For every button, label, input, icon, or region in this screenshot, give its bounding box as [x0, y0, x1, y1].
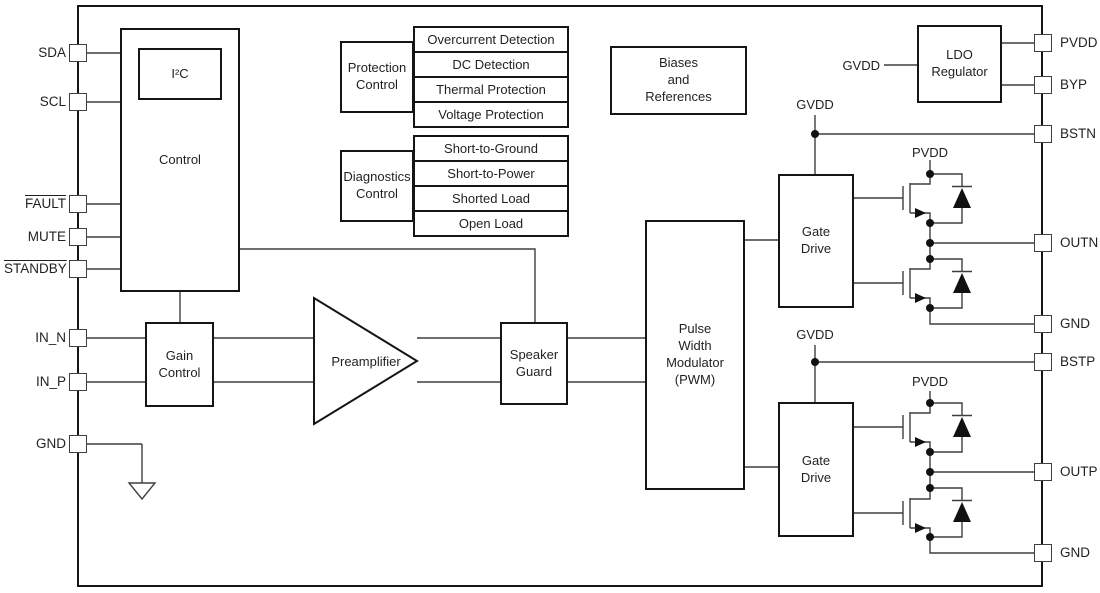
pin-gnd-right-top: [1034, 315, 1052, 333]
block-i2c-label: I²C: [171, 65, 189, 81]
block-gate-drive-top-label: Gate Drive: [800, 224, 832, 256]
row-short-to-ground: Short-to-Ground: [413, 135, 569, 162]
pin-sda: [69, 44, 87, 62]
pin-in-p: [69, 373, 87, 391]
pin-outp: [1034, 463, 1052, 481]
pin-gnd-right-bottom: [1034, 544, 1052, 562]
pin-label-in-n: IN_N: [4, 330, 66, 346]
pin-gnd-left: [69, 435, 87, 453]
pin-label-byp: BYP: [1060, 77, 1087, 93]
pin-text: SCL: [39, 94, 66, 109]
block-diagnostics-control: Diagnostics Control: [340, 150, 414, 222]
block-ldo-regulator: LDO Regulator: [917, 25, 1002, 103]
block-gate-drive-bottom: Gate Drive: [778, 402, 854, 537]
block-pwm-label: Pulse Width Modulator (PWM): [666, 321, 724, 387]
net-label-text: PVDD: [911, 374, 949, 389]
pin-text: OUTP: [1060, 464, 1098, 479]
block-diagnostics-control-label: Diagnostics Control: [343, 169, 411, 201]
pin-scl: [69, 93, 87, 111]
block-pwm: Pulse Width Modulator (PWM): [645, 220, 745, 490]
preamplifier-label: Preamplifier: [320, 354, 412, 369]
row-label: Shorted Load: [451, 191, 531, 206]
row-label: Overcurrent Detection: [427, 32, 555, 47]
net-label-text: GVDD: [796, 97, 834, 112]
row-dc-detection: DC Detection: [413, 51, 569, 78]
block-gain-control: Gain Control: [145, 322, 214, 407]
row-label: Voltage Protection: [438, 107, 544, 122]
net-label-gvdd-ldo: GVDD: [834, 58, 880, 73]
pin-label-bstp: BSTP: [1060, 354, 1095, 370]
row-thermal-protection: Thermal Protection: [413, 76, 569, 103]
row-shorted-load: Shorted Load: [413, 185, 569, 212]
pin-label-gnd-right-bottom: GND: [1060, 545, 1090, 561]
block-i2c: I²C: [138, 48, 222, 100]
net-label-gvdd-bottom: GVDD: [793, 327, 837, 342]
pin-label-bstn: BSTN: [1060, 126, 1096, 142]
net-label-pvdd-bottom: PVDD: [908, 374, 952, 389]
ic-boundary: [77, 5, 1043, 587]
pin-text: IN_P: [35, 374, 66, 389]
pin-text: GND: [36, 436, 66, 451]
net-label-text: GVDD: [796, 327, 834, 342]
pin-fault: [69, 195, 87, 213]
block-control-label: Control: [159, 151, 201, 167]
pin-text: STANDBY: [4, 261, 67, 276]
pin-standby: [69, 260, 87, 278]
net-label-gvdd-top: GVDD: [793, 97, 837, 112]
pin-label-fault: FAULT: [4, 196, 66, 212]
block-biases-references: Biases and References: [610, 46, 747, 115]
block-gate-drive-bottom-label: Gate Drive: [800, 452, 832, 485]
pin-bstn: [1034, 125, 1052, 143]
row-voltage-protection: Voltage Protection: [413, 101, 569, 128]
pin-label-scl: SCL: [4, 94, 66, 110]
row-label: Short-to-Ground: [444, 141, 538, 156]
pin-text: IN_N: [35, 330, 66, 345]
row-label: Thermal Protection: [436, 82, 546, 97]
pin-label-in-p: IN_P: [4, 374, 66, 390]
pin-outn: [1034, 234, 1052, 252]
pin-label-sda: SDA: [4, 45, 66, 61]
pin-text: OUTN: [1060, 235, 1099, 250]
row-label: Short-to-Power: [447, 166, 535, 181]
net-label-text: GVDD: [842, 58, 880, 73]
block-speaker-guard: Speaker Guard: [500, 322, 568, 405]
pin-text: MUTE: [27, 229, 66, 244]
row-short-to-power: Short-to-Power: [413, 160, 569, 187]
pin-label-gnd-left: GND: [4, 436, 66, 452]
block-gate-drive-top: Gate Drive: [778, 174, 854, 308]
block-protection-control: Protection Control: [340, 41, 414, 113]
row-open-load: Open Load: [413, 210, 569, 237]
pin-text: BSTP: [1060, 354, 1096, 369]
pin-byp: [1034, 76, 1052, 94]
pin-text: GND: [1060, 316, 1090, 331]
pin-text: BYP: [1060, 77, 1088, 92]
pin-text: GND: [1060, 545, 1090, 560]
pin-mute: [69, 228, 87, 246]
pin-text: BSTN: [1060, 126, 1097, 141]
pin-label-pvdd: PVDD: [1060, 35, 1098, 51]
net-label-text: PVDD: [911, 145, 949, 160]
pin-text: SDA: [38, 45, 66, 60]
pin-label-gnd-right-top: GND: [1060, 316, 1090, 332]
row-overcurrent-detection: Overcurrent Detection: [413, 26, 569, 53]
pin-text: PVDD: [1060, 35, 1098, 50]
row-label: Open Load: [458, 216, 524, 231]
row-label: DC Detection: [452, 57, 530, 72]
block-speaker-guard-label: Speaker Guard: [509, 346, 559, 379]
pin-label-outp: OUTP: [1060, 464, 1098, 480]
pin-in-n: [69, 329, 87, 347]
preamplifier-text: Preamplifier: [331, 354, 401, 369]
pin-label-standby: STANDBY: [4, 261, 67, 277]
pin-label-outn: OUTN: [1060, 235, 1098, 251]
block-gain-label: Gain Control: [158, 347, 201, 380]
net-label-pvdd-top: PVDD: [908, 145, 952, 160]
pin-text: FAULT: [24, 196, 66, 211]
pin-bstp: [1034, 353, 1052, 371]
block-protection-control-label: Protection Control: [347, 60, 407, 92]
pin-label-mute: MUTE: [4, 229, 66, 245]
block-biases-label: Biases and References: [645, 55, 712, 104]
pin-pvdd: [1034, 34, 1052, 52]
block-ldo-label: LDO Regulator: [931, 47, 988, 79]
